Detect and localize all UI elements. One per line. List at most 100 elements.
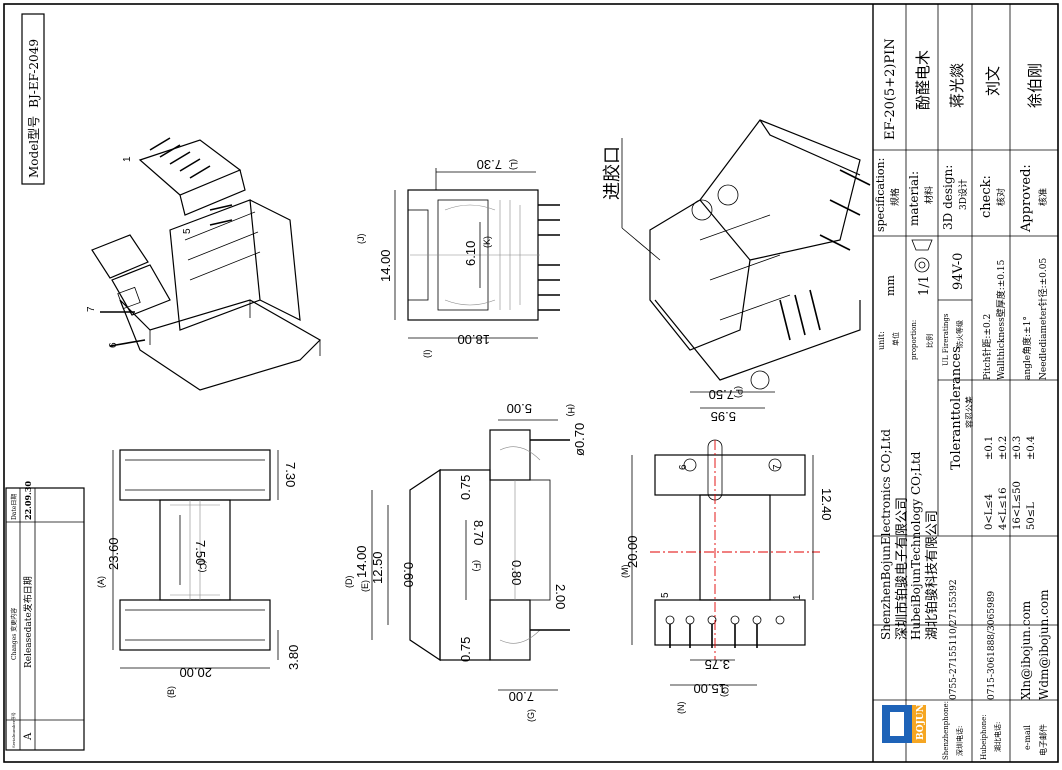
unit-cn: 单位 [891,332,900,346]
dim-20-00-M: 20.00 [625,535,640,568]
dim-K: (K) [482,236,492,248]
gate-label: 进胶口 [602,146,623,200]
iso-view-right: 进胶口 [602,119,871,390]
sz-phone-cn: 深圳电话: [955,726,964,756]
dim-0-75-top: 0.75 [458,475,473,500]
check-cn: 核对 [995,188,1007,206]
needle-tol: Needlediameter针径:±0.05 [1037,258,1049,380]
dim-15-00-N: 15.00 [693,681,726,696]
ul-cn: 防火等级 [955,320,964,348]
dim-7-30: 7.30 [283,462,298,487]
dim-20-00-B: 20.00 [179,665,212,680]
pin-label-1-bottom: 1 [792,594,803,600]
tolerance-value-0: ±0.1 [984,436,995,460]
dim-0-75-bottom: 0.75 [458,637,473,662]
dim-C: (C) [198,560,208,573]
tolerance-cn: 容忍公差 [964,396,974,428]
email-label: e-mail [1023,725,1032,750]
company-sz-en: ShenzhenBojunElectronics CO;Ltd [879,429,893,640]
dim-5-00-H: 5.00 [507,401,532,416]
model-text: Model型号BJ-EF-2049 [27,39,41,178]
dim-P: (P) [734,386,744,398]
tolerance-value-3: ±0.4 [1026,436,1037,460]
dim-G: (G) [526,709,536,722]
company-sz-cn: 深圳市铂骏电子有限公司 [894,497,910,640]
design-cn: 3D设计 [957,179,969,210]
email-2: Wdm@ibojun.com [1037,589,1051,700]
dim-14-00-J: 14.00 [378,249,393,282]
email-cn: 电子邮件 [1038,724,1048,756]
check-label: check: [979,175,994,218]
pin-label-6: 6 [108,342,119,348]
dim-D: (D) [344,576,354,589]
view-bottom-middle: 5.00 ø0.70 (H) 0.75 0.75 14.00 (D) 12.50… [344,401,587,722]
dim-0-60: 0.60 [401,562,416,587]
dim-O: (O) [720,684,730,697]
spec-cn: 规格 [889,188,901,206]
view-bottom-right: 6 7 5 1 7.50 (P) 5.95 12.40 20.00 (M) 3.… [620,386,834,714]
approved-cn: 核准 [1037,188,1049,206]
tolerance-value-2: ±0.3 [1012,436,1023,460]
pin-label-5-bottom: 5 [660,592,671,598]
tolerance-range-0: 0<L≤4 [984,494,995,530]
pin-label-1: 1 [122,156,133,162]
dim-N: (N) [676,702,686,715]
dim-5-95: 5.95 [711,409,736,424]
revision-table: Date日期 Changes 变更内容 Serialnumber序号 22.09… [5,481,85,751]
tolerance-range-3: 50≤L [1026,502,1037,530]
tolerance-range-1: 4<L≤16 [998,488,1009,531]
dim-H: (H) [566,404,576,417]
logo-text: BOJUN [916,704,926,740]
dim-I: (I) [422,350,432,359]
dim-A: (A) [96,576,106,588]
dim-6-10-K: 6.10 [463,241,478,266]
unit-label: unit: [877,331,886,350]
iso-view-left: 1 5 7 6 [86,137,321,391]
company-hb-cn: 湖北铂骏科技有限公司 [924,510,940,640]
email-1: Xln@ibojun.com [1019,600,1033,700]
proportion-cn: 比例 [925,334,934,348]
hb-phone-cn: 湖北电话: [993,722,1002,752]
rev-row-date: 22.09.30 [23,481,33,520]
rev-header-serial: Serialnumber序号 [10,712,16,748]
hb-phone: 0715-3061888/3065989 [987,591,997,700]
dim-18-00-I: 18.00 [457,332,490,347]
design-value: 蒋光燚 [948,63,966,108]
approved-value: 徐伯刚 [1026,63,1044,108]
dim-B: (B) [166,686,176,698]
hb-phone-label: Hubeiphone: [980,714,988,760]
rev-header-change: Changes 变更内容 [10,608,18,660]
rev-header-date: Date日期 [10,494,18,520]
tolerance-range-2: 16<L≤50 [1012,481,1023,530]
pin-label-6-bottom: 6 [678,464,689,470]
pin-label-7: 7 [86,306,97,312]
material-cn: 材料 [923,186,935,204]
dim-12-40: 12.40 [819,488,834,521]
approved-label: Approved: [1019,164,1034,233]
company-hb-en: HubeiBojunTechnology CO;Ltd [909,451,923,640]
spec-value: EF-20(5+2)PIN [883,38,898,140]
dim-8-70-F: 8.70 [471,520,486,545]
ul-label: UL Fireratings [942,313,950,366]
dim-E: (E) [360,580,370,592]
wall-tol: Wallthickness壁厚度:±0.15 [995,259,1007,380]
dim-phi: ø0.70 [572,423,587,456]
dim-0-80: 0.80 [509,560,524,585]
dim-7-00-G: 7.00 [509,689,534,704]
ul-value: 94V-0 [951,253,966,290]
check-value: 刘文 [984,66,1002,96]
rev-row-serial: A [23,732,34,741]
sheet-border [3,3,1059,763]
sz-phone: 0755-27155110/27155392 [949,579,959,700]
rev-row-change: Releasedate发布日期 [22,576,34,668]
angle-tol: angle角度:±1° [1021,316,1033,380]
dim-7-50-P: 7.50 [709,387,734,402]
design-label: 3D design: [941,165,955,230]
proportion-label: proportion: [910,320,918,360]
pitch-tol: Pitch针距:±0.2 [981,314,993,380]
tolerance-title: Toleranttolerances [949,346,964,470]
unit-value: mm [884,275,897,296]
projection-symbol-icon [911,239,933,273]
proportion-value: 1/1 [917,275,932,296]
